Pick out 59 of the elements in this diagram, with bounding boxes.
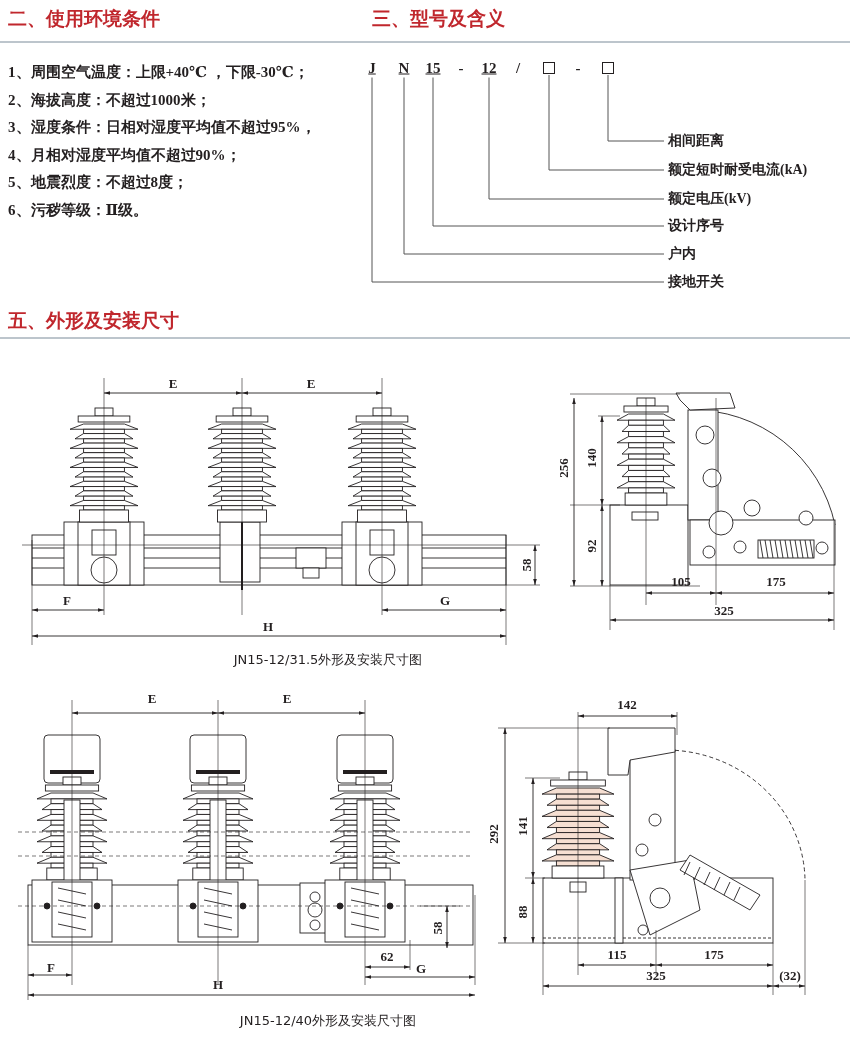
dimension-value: 58 [430, 921, 446, 935]
blank-code-box [543, 62, 555, 74]
dimension-value: (32) [779, 968, 801, 984]
figure-caption: JN15-12/31.5外形及安装尺寸图 [233, 652, 423, 668]
dimension-value: 256 [556, 458, 572, 478]
leader-line [488, 77, 665, 200]
dimension-value: E [168, 376, 178, 392]
dimension-value: 62 [380, 949, 394, 965]
dimension-value: H [262, 619, 274, 635]
figure-caption: JN15-12/40外形及安装尺寸图 [239, 1013, 417, 1029]
model-code-separator: / [515, 59, 521, 77]
model-code-part: 12 [481, 59, 497, 77]
dimension-value: 142 [617, 697, 637, 713]
dimension-value: 141 [515, 816, 531, 836]
dimension-value: 115 [607, 947, 627, 963]
dimension-value: E [306, 376, 316, 392]
model-code-part: J [368, 59, 376, 77]
section-heading: 三、型号及含义 [372, 8, 505, 29]
model-code-part: N [398, 59, 410, 77]
dimension-value: G [439, 593, 451, 609]
leader-line [548, 74, 665, 171]
blank-code-box [602, 62, 614, 74]
dimension-value: F [47, 960, 55, 976]
dimension-value: H [212, 977, 224, 993]
model-code-separator: - [575, 59, 581, 77]
section-heading: 五、外形及安装尺寸 [8, 310, 179, 331]
dimension-value: 58 [519, 558, 535, 572]
code-meaning-text: 额定短时耐受电流(kA) [668, 161, 808, 179]
dimension-value: F [63, 593, 71, 609]
model-code-part: 15 [425, 59, 441, 77]
dimension-value: 175 [704, 947, 724, 963]
dimension-value: 325 [646, 968, 666, 984]
section-heading: 二、使用环境条件 [8, 8, 160, 29]
dimension-value: G [415, 961, 427, 977]
leader-line [371, 77, 665, 283]
code-meaning-text: 设计序号 [668, 217, 724, 235]
dimension-value: 175 [766, 574, 786, 590]
condition-item: 4、月相对湿度平均值不超过90%； [8, 147, 241, 164]
code-meaning-text: 相间距离 [668, 132, 724, 150]
dimension-value: 292 [486, 824, 502, 844]
dimension-value: E [147, 691, 157, 707]
model-code-separator: - [458, 59, 464, 77]
code-meaning-text: 户内 [668, 245, 696, 263]
condition-item: 5、地震烈度：不超过8度； [8, 174, 188, 191]
dimension-value: 88 [515, 905, 531, 919]
leader-line [607, 74, 665, 142]
dimension-value: 325 [714, 603, 734, 619]
leader-line [403, 77, 665, 255]
dimension-value: 92 [584, 539, 600, 553]
dimension-value: 140 [584, 448, 600, 468]
condition-item: 6、污秽等级：Ⅱ级。 [8, 202, 149, 219]
dimension-value: 105 [671, 574, 691, 590]
leader-line [432, 77, 665, 227]
condition-item: 2、海拔高度：不超过1000米； [8, 92, 211, 109]
code-meaning-text: 接地开关 [668, 273, 724, 291]
code-meaning-text: 额定电压(kV) [668, 190, 752, 208]
dimension-value: E [282, 691, 292, 707]
condition-item: 3、湿度条件：日相对湿度平均值不超过95%， [8, 119, 316, 136]
condition-item: 1、周围空气温度：上限+40℃ ，下限-30℃； [8, 64, 309, 81]
